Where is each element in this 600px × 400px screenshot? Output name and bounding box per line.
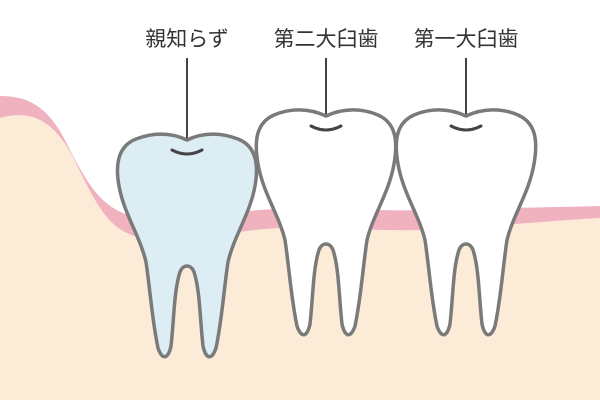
second-molar-crown-mark — [309, 124, 343, 132]
second-molar — [254, 108, 398, 337]
wisdom-tooth — [115, 132, 259, 359]
first-molar-label: 第一大臼歯 — [413, 27, 519, 51]
second-molar-label: 第二大臼歯 — [273, 27, 379, 51]
wisdom-tooth-label: 親知らず — [145, 27, 229, 51]
first-molar — [394, 108, 538, 337]
wisdom-tooth-crown-mark — [170, 148, 204, 156]
first-molar-crown-mark — [449, 124, 483, 132]
